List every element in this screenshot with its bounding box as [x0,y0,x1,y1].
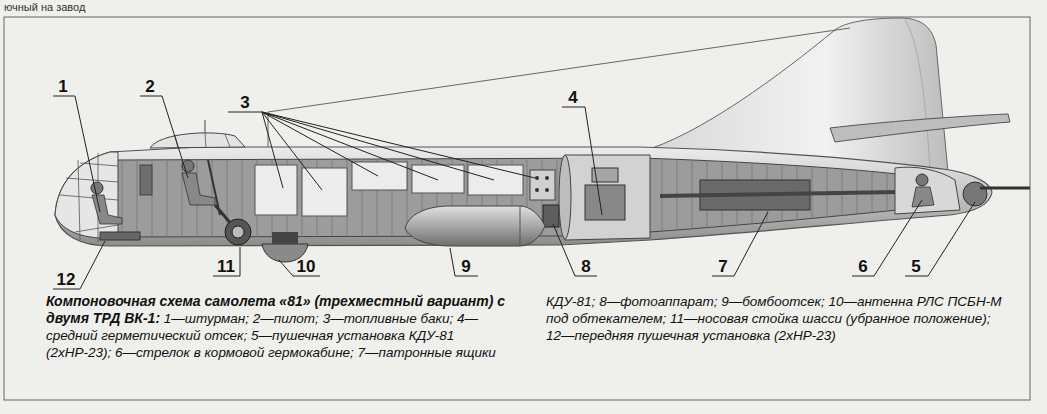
fuel-tanks [468,165,523,195]
nose-guns [100,232,140,240]
nose-guns [100,232,140,240]
callout-number: 4 [558,88,588,108]
nose-gear [225,219,251,245]
cockpit-canopy [205,120,206,132]
camera [535,176,539,180]
leader-lines [53,96,975,289]
callout-number: 8 [571,257,601,277]
legend-item-text: 12—передняя пушечная установка (2хНР-23) [546,328,836,343]
leader-lines [53,96,100,212]
antenna-wire [268,28,850,147]
frame-rib [857,150,858,245]
frame-rib [692,150,693,245]
rear-cabin [895,167,960,214]
caption-block: Компоновочная схема самолета «81» (трехм… [46,293,1006,361]
bomb [405,206,545,246]
bomb [405,206,545,246]
page-fragment: ючный на завод [4,1,85,14]
cockpit-canopy [150,120,245,148]
tail-turret [980,187,1030,190]
legend-item-text: 2—пилот; [253,311,319,326]
middle-compartment [565,155,650,240]
pilot-figure [140,165,152,195]
middle-compartment [559,155,571,239]
bomb [520,206,521,246]
nose-gear [215,205,251,245]
callout-number: 6 [848,257,878,277]
legend-item-text: 11—носовая стойка шасси (убранное положе… [670,311,991,326]
nose-glazing [55,152,118,242]
callout-number: 3 [230,93,260,113]
ammo-boxes [660,192,900,196]
rear-cabin [916,174,928,186]
fuselage [55,147,992,246]
frame-rib [812,150,813,245]
callout-number: 10 [291,257,321,277]
legend-item-text: 9—бомбоотсек; [721,294,824,309]
camera [530,170,555,200]
frame-rib [557,150,558,245]
frame-rib [827,150,828,245]
fuel-tanks [302,168,347,216]
legend-item-text: 6—стрелок в кормовой гермокабине; [115,345,354,360]
nose-glazing [60,153,118,242]
horizontal-stabilizer [830,114,1010,142]
radar-antenna [272,232,298,244]
frame-rib [137,150,138,245]
fuel-tanks [255,165,297,215]
frame-rib [152,150,153,245]
callout-number: 5 [901,257,931,277]
rear-cabin [912,187,934,207]
callout-number: 11 [211,257,241,277]
ammo-boxes [660,180,900,210]
pilot-figure [140,160,220,215]
pilot-figure [182,173,215,205]
rear-cabin [895,167,960,214]
callout-number: 9 [451,257,481,277]
vertical-fin [905,20,930,168]
fuselage-frames [122,150,932,245]
legend-item-text: 1—штурман; [164,311,249,326]
callout-number: 12 [51,270,81,290]
legend-item-text: 8—фотоаппарат; [599,294,717,309]
antenna-wire [268,28,850,147]
camera [535,188,539,192]
callout-number: 7 [708,257,738,277]
frame-rib [842,150,843,245]
cockpit-canopy [150,133,245,148]
frame [4,17,1030,400]
frame-rib [872,150,873,245]
frame-rib [122,150,123,245]
cockpit-canopy [175,132,230,148]
tail-turret [963,182,1030,206]
camera [545,188,549,192]
frame-rib [167,150,168,245]
navigator-figure [91,182,122,224]
leader-lines [140,96,188,178]
nose-gear [232,226,244,238]
navigator-figure [91,182,103,194]
callout-number: 2 [135,77,165,97]
fuselage [55,147,992,246]
frame-rib [887,150,888,245]
middle-compartment [585,185,625,220]
camera [543,205,559,227]
leader-lines [562,107,602,215]
legend-item-text: 3—топливные баки; [323,311,454,326]
navigator-figure [92,195,122,224]
middle-compartment [559,155,650,240]
horizontal-stabilizer [830,114,1010,142]
callout-number: 1 [48,77,78,97]
leader-lines [262,112,535,190]
camera [545,176,549,180]
